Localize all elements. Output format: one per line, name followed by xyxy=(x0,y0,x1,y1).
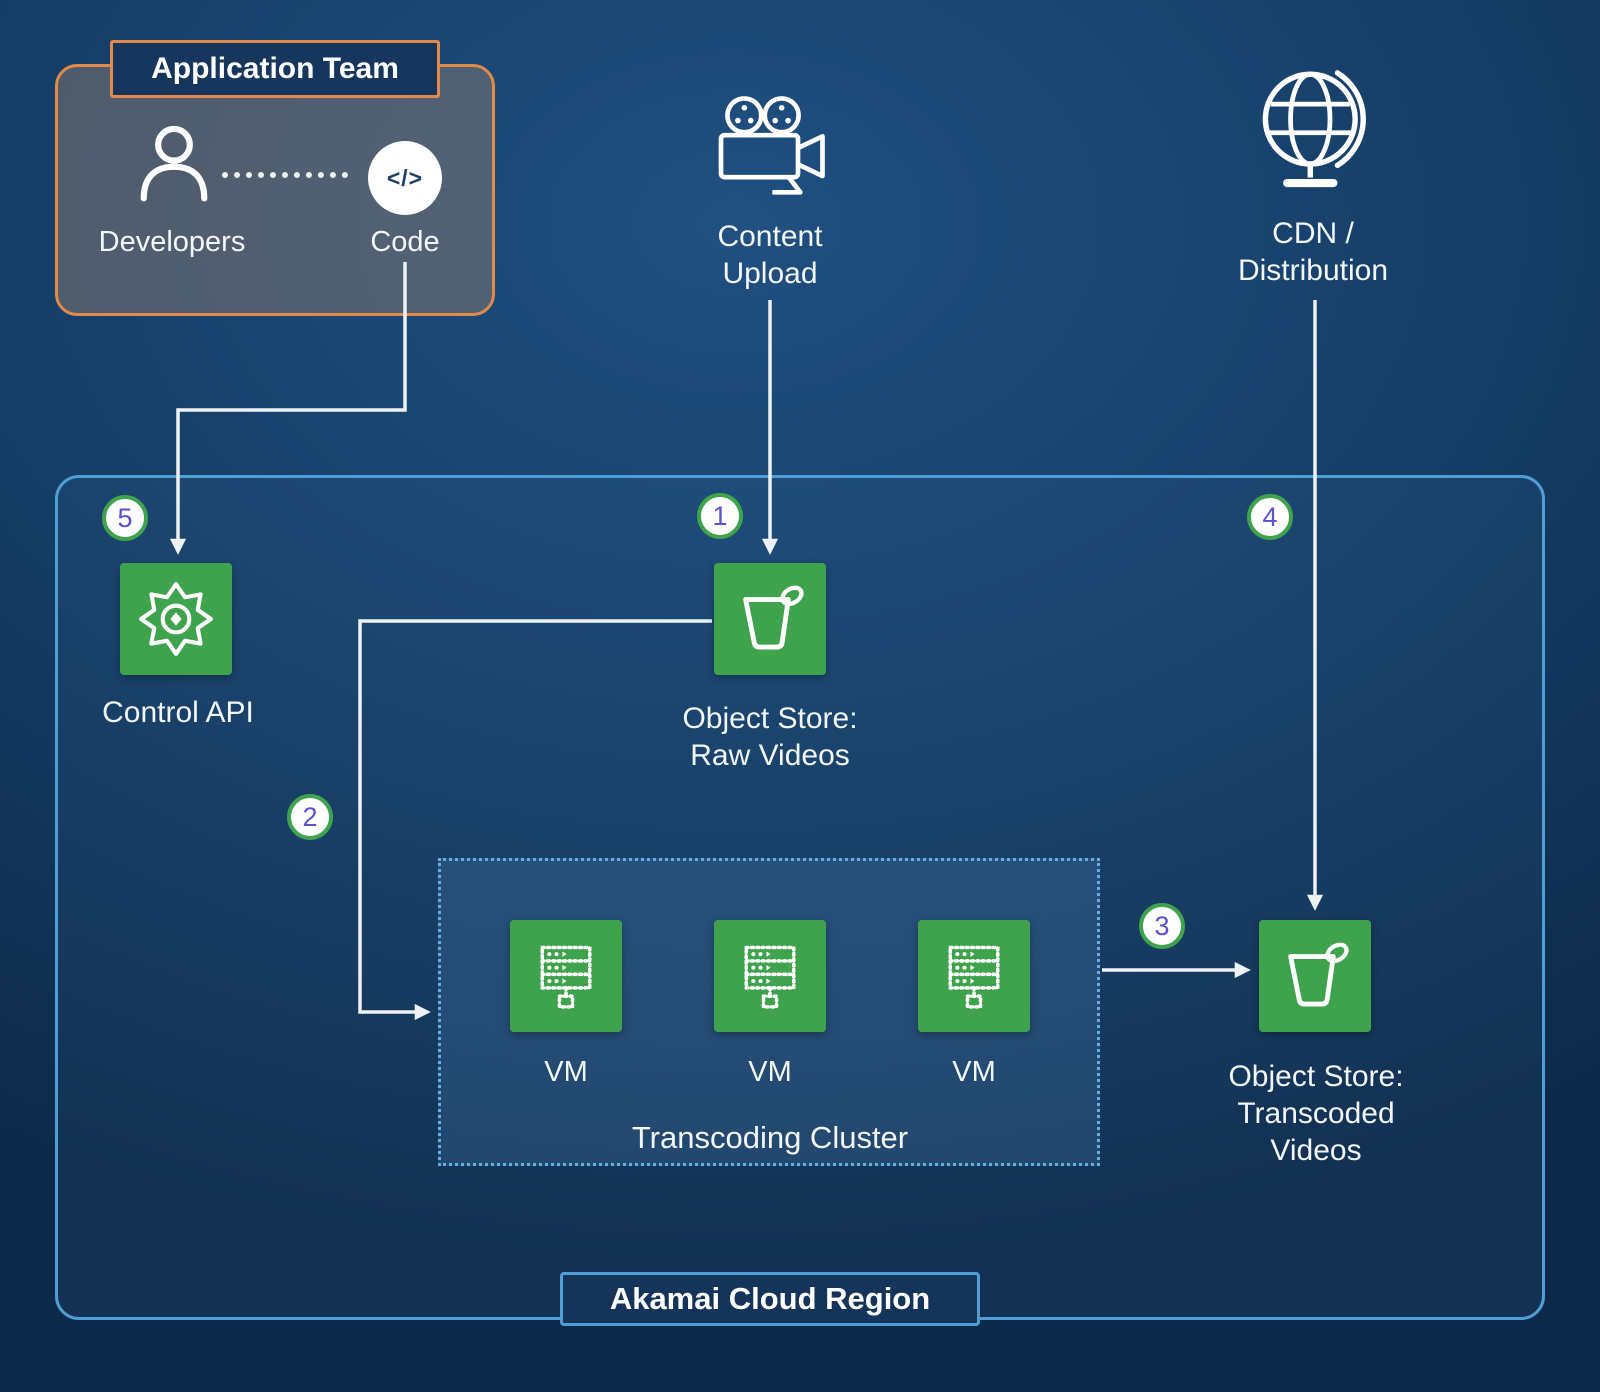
bucket-icon xyxy=(743,585,804,650)
object-store-transcoded-line2: Transcoded xyxy=(1237,1097,1395,1130)
server-icon xyxy=(744,945,796,1009)
arrow-code-to-control-api xyxy=(169,262,407,555)
transcoding-cluster-title: Transcoding Cluster xyxy=(631,1120,909,1155)
bucket-icon xyxy=(1288,942,1349,1007)
code-label: Code xyxy=(370,226,440,258)
application-team-title-text: Application Team xyxy=(151,52,399,85)
vm-tile xyxy=(714,920,826,1032)
step-badge-5: 5 xyxy=(102,495,148,541)
server-icon xyxy=(540,945,592,1009)
step-badge-1-number: 1 xyxy=(712,500,728,531)
step-badge-2: 2 xyxy=(287,794,333,840)
content-upload-label: Content Upload xyxy=(717,218,822,292)
control-api-label: Control API xyxy=(102,696,254,729)
content-upload-label-line1: Content xyxy=(717,220,823,253)
cdn-distribution-label: CDN / Distribution xyxy=(1238,215,1388,289)
object-store-raw-tile xyxy=(714,563,826,675)
gear-icon xyxy=(139,582,213,656)
step-badge-5-number: 5 xyxy=(117,502,133,533)
cdn-label-line2: Distribution xyxy=(1237,254,1389,287)
object-store-transcoded-line1: Object Store: xyxy=(1228,1060,1404,1093)
step-badge-3: 3 xyxy=(1139,903,1185,949)
step-badge-3-number: 3 xyxy=(1154,910,1170,941)
vm-tile xyxy=(510,920,622,1032)
object-store-transcoded-line3: Videos xyxy=(1270,1134,1362,1167)
object-store-transcoded-tile xyxy=(1259,920,1371,1032)
step-badge-4: 4 xyxy=(1247,494,1293,540)
region-title-text: Akamai Cloud Region xyxy=(609,1281,931,1316)
cdn-label-line1: CDN / xyxy=(1272,217,1354,250)
step-badge-1: 1 xyxy=(697,493,743,539)
content-upload-label-line2: Upload xyxy=(722,257,818,290)
vm-label: VM xyxy=(748,1056,792,1088)
developers-icon xyxy=(130,120,218,208)
control-api-tile xyxy=(120,563,232,675)
region-title: Akamai Cloud Region xyxy=(560,1272,980,1326)
server-icon xyxy=(948,945,1000,1009)
video-camera-icon xyxy=(700,92,840,204)
akamai-cloud-region xyxy=(55,475,1545,1320)
code-glyph: </> xyxy=(386,164,424,191)
vm-label: VM xyxy=(544,1056,588,1088)
application-team-title: Application Team xyxy=(110,40,440,98)
code-icon: </> xyxy=(368,141,442,215)
arrow-raw-store-to-cluster xyxy=(358,619,712,1021)
step-badge-2-number: 2 xyxy=(302,801,318,832)
object-store-raw-label: Object Store: Raw Videos xyxy=(682,700,857,774)
developers-code-dotted-connector xyxy=(222,172,348,178)
vm-tile xyxy=(918,920,1030,1032)
object-store-raw-line2: Raw Videos xyxy=(690,739,850,772)
vm-label: VM xyxy=(952,1056,996,1088)
developers-label: Developers xyxy=(98,226,246,258)
object-store-transcoded-label: Object Store: Transcoded Videos xyxy=(1228,1058,1403,1169)
object-store-raw-line1: Object Store: xyxy=(682,702,858,735)
globe-icon xyxy=(1245,62,1381,198)
step-badge-4-number: 4 xyxy=(1262,501,1278,532)
